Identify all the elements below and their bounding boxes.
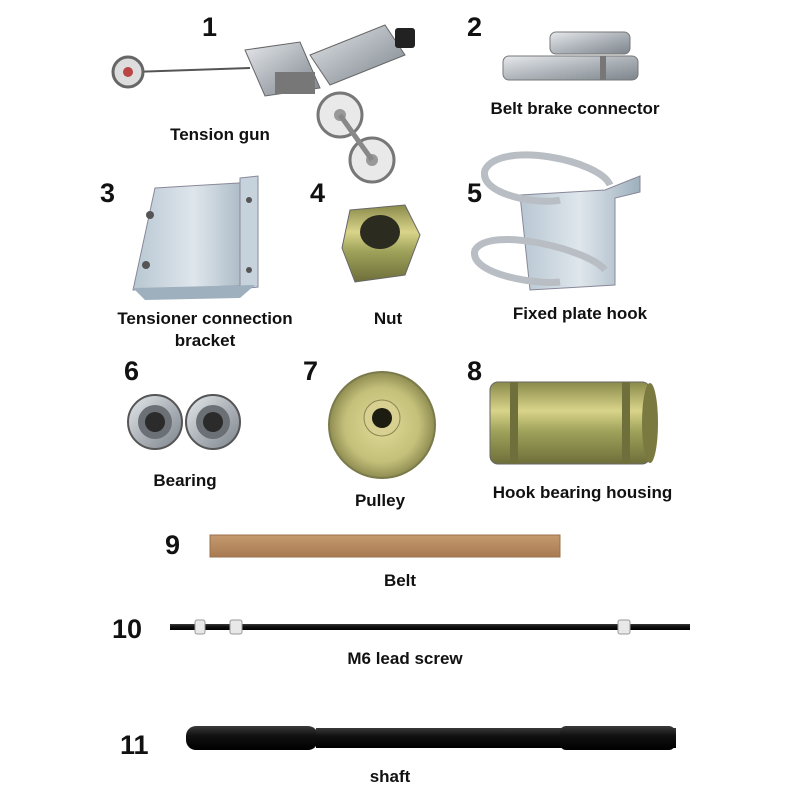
part-label-5: Fixed plate hook	[512, 304, 648, 323]
part-label-2: Belt brake connector	[490, 99, 660, 118]
part-number-4: 4	[310, 178, 326, 208]
part-label-3: Tensioner connection	[117, 309, 293, 328]
nut-image	[341, 204, 421, 283]
part-label-4: Nut	[373, 309, 403, 328]
part-number-1: 1	[202, 12, 218, 42]
tensioner-bracket-image	[132, 175, 259, 300]
part-number-7: 7	[303, 356, 319, 386]
part-number-6: 6	[124, 356, 140, 386]
part-number-2: 2	[467, 12, 483, 42]
pulley-image	[328, 371, 436, 479]
part-number-9: 9	[165, 530, 181, 560]
part-label-11: shaft	[369, 767, 411, 786]
fixed-plate-hook-image	[471, 151, 641, 291]
part-label-3-line2: bracket	[174, 331, 236, 350]
hook-bearing-housing-image	[489, 381, 658, 465]
part-label-7: Pulley	[354, 491, 406, 510]
part-number-10: 10	[112, 614, 143, 644]
part-label-1: Tension gun	[170, 125, 270, 144]
part-number-3: 3	[100, 178, 116, 208]
belt-brake-connector-image	[502, 31, 639, 81]
belt-image	[209, 534, 561, 558]
part-label-6: Bearing	[153, 471, 217, 490]
bearing-image	[127, 394, 241, 450]
part-label-9: Belt	[383, 571, 417, 590]
part-label-10: M6 lead screw	[347, 649, 463, 668]
lead-screw-image	[170, 619, 690, 635]
shaft-image	[186, 726, 676, 750]
part-number-8: 8	[467, 356, 483, 386]
part-number-5: 5	[467, 178, 483, 208]
tension-gun-image	[111, 24, 415, 184]
part-number-11: 11	[120, 730, 149, 760]
part-label-8: Hook bearing housing	[492, 483, 673, 502]
